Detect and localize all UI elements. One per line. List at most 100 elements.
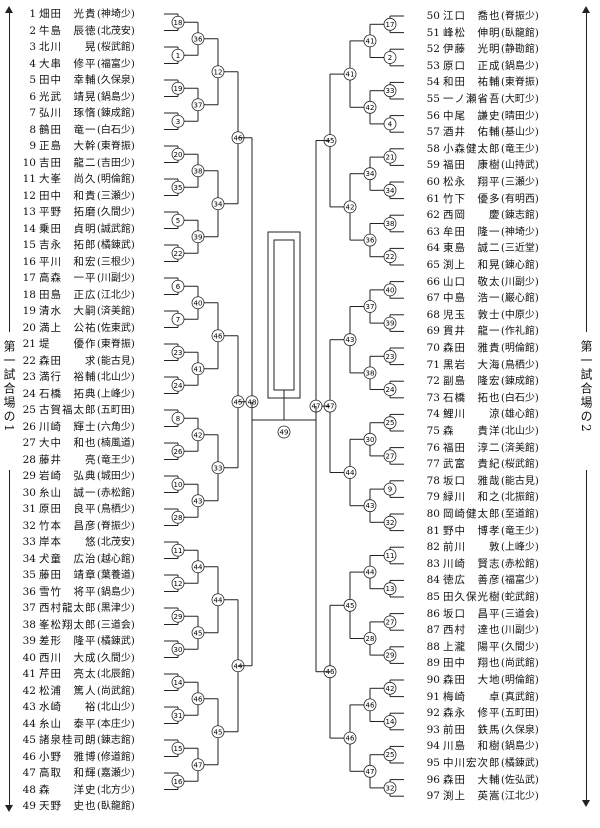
left-r1-match-21: 31	[171, 708, 185, 722]
right-r1-match-9: 39	[383, 316, 397, 330]
entry-club: (至道館)	[501, 509, 539, 520]
entry-club: (静勘館)	[501, 44, 539, 56]
entry-club: (赤松館)	[97, 487, 135, 499]
entry-name: 川崎 賢志	[443, 557, 501, 570]
svg-text:33: 33	[386, 87, 395, 95]
svg-text:15: 15	[174, 745, 183, 753]
entry-club: (明倫館)	[501, 343, 539, 354]
svg-text:23: 23	[174, 349, 183, 357]
venue-left-line-bottom	[9, 470, 10, 805]
svg-text:1: 1	[176, 52, 180, 60]
left-r2-match-10: 46	[191, 692, 205, 706]
left-r1-match-20: 14	[171, 675, 185, 689]
entry-number: 82	[426, 541, 440, 554]
entry-club: (真武館)	[501, 691, 539, 703]
entry-number: 5	[29, 74, 36, 86]
entry-club: (嘉瀬少)	[97, 768, 135, 779]
right-r2-match-10: 46	[363, 698, 377, 712]
entry-name: 森 洋史	[39, 783, 97, 796]
entry-number: 59	[426, 159, 440, 172]
entry-club: (北茂安)	[97, 25, 135, 37]
entry-number: 27	[22, 437, 36, 449]
entry-club: (鍋島少)	[97, 91, 135, 103]
entry-name: 西村龍太郎	[39, 602, 97, 614]
entry-name: 牛島 辰徳	[39, 24, 97, 37]
entry-name: 岸本 悠	[39, 536, 97, 548]
entry-club: (臥龍館)	[97, 801, 135, 812]
svg-text:11: 11	[174, 547, 183, 555]
entry-name: 大峯 尚久	[39, 173, 97, 185]
svg-text:37: 37	[194, 101, 203, 109]
svg-text:46: 46	[346, 735, 355, 743]
svg-text:11: 11	[386, 552, 395, 560]
right-r1-match-23: 32	[383, 781, 397, 795]
right-r1-match-0: 17	[383, 17, 397, 31]
entry-number: 58	[426, 142, 440, 155]
entry-club: (臥龍館)	[501, 27, 539, 39]
entry-name: 芹田 亮太	[39, 668, 97, 680]
svg-text:7: 7	[176, 316, 180, 324]
entry-club: (山持武)	[501, 160, 539, 172]
entry-club: (白石少)	[501, 392, 539, 404]
svg-text:8: 8	[176, 415, 180, 423]
left-r1-match-14: 10	[171, 477, 185, 491]
entry-name: 中川宏次郎	[443, 757, 501, 769]
entry-number: 92	[426, 707, 440, 720]
svg-text:36: 36	[194, 35, 203, 43]
svg-text:16: 16	[174, 778, 183, 786]
entry-name: 児玉 敦士	[443, 308, 501, 321]
svg-text:20: 20	[174, 151, 183, 159]
svg-text:12: 12	[214, 68, 223, 76]
svg-text:46: 46	[194, 695, 203, 703]
left-r3-match-3: 33	[211, 461, 225, 475]
entry-number: 81	[426, 524, 440, 537]
svg-text:27: 27	[386, 618, 395, 626]
entry-number: 13	[22, 206, 36, 218]
entry-club: (三瀬少)	[97, 190, 135, 202]
entry-name: 岩崎 弘典	[39, 470, 97, 482]
svg-text:49: 49	[280, 429, 289, 437]
entry-name: 鶴田 竜一	[39, 123, 97, 136]
entry-club: (川副少)	[501, 625, 539, 637]
entry-name: 森 貴洋	[443, 425, 501, 437]
svg-text:34: 34	[214, 200, 223, 208]
svg-text:22: 22	[174, 250, 183, 258]
right-r1-match-6: 38	[383, 217, 397, 230]
right-r1-match-13: 27	[383, 449, 397, 463]
left-r3-match-5: 45	[211, 725, 225, 739]
left-r1-match-9: 7	[171, 312, 185, 326]
entry-club: (赤松館)	[501, 558, 539, 570]
svg-text:40: 40	[386, 286, 395, 294]
entry-name: 坂口 雅哉	[443, 474, 501, 487]
entry-number: 47	[22, 767, 36, 779]
entry-number: 19	[22, 305, 36, 317]
left-r1-match-17: 12	[171, 576, 185, 590]
entry-number: 39	[22, 635, 36, 647]
entry-name: 藤井 亮	[39, 453, 97, 466]
svg-text:45: 45	[194, 629, 203, 637]
entry-name: 上瀧 陽平	[443, 640, 501, 653]
champion-box	[273, 239, 295, 391]
entry-name: 山口 敬太	[443, 275, 501, 288]
entry-club: (五町田)	[97, 405, 135, 416]
entry-number: 4	[29, 57, 36, 70]
entry-name: 徳広 善彦	[443, 574, 501, 587]
left-r2-match-8: 44	[191, 560, 205, 574]
